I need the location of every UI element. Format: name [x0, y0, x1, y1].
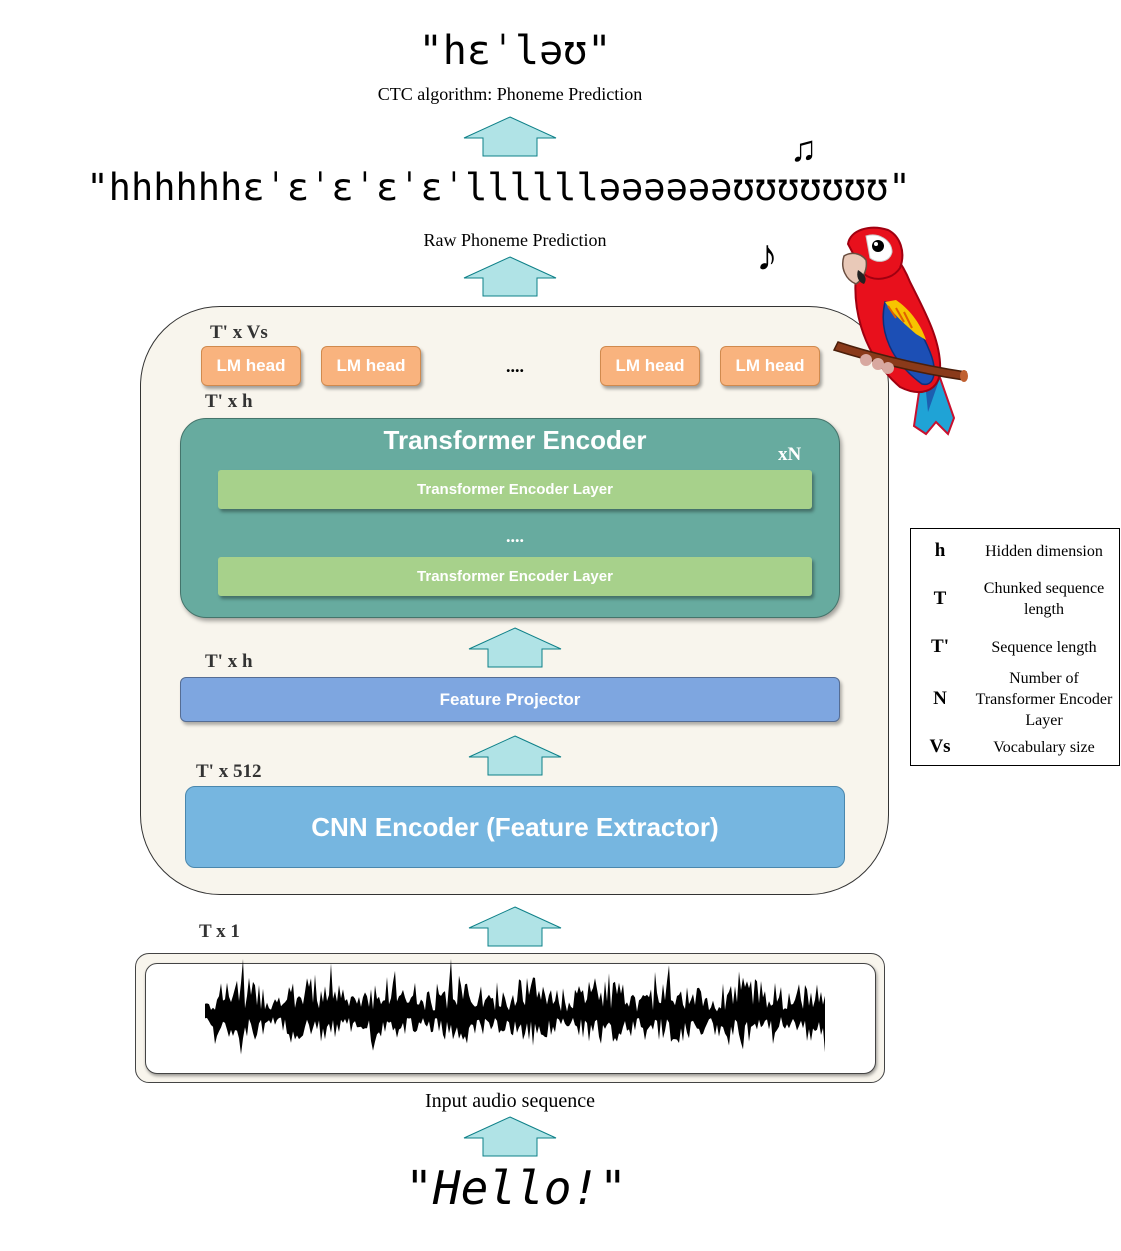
flow-arrow — [468, 735, 562, 776]
ctc-caption: CTC algorithm: Phoneme Prediction — [377, 84, 643, 104]
lm-head: LM head — [201, 346, 301, 386]
cnn-encoder: CNN Encoder (Feature Extractor) — [185, 786, 845, 868]
cnn-dims: T' x 512 — [196, 761, 262, 782]
feature-projector: Feature Projector — [180, 677, 840, 722]
legend-symbol: h — [934, 540, 946, 561]
music-note-icon: ♪ — [756, 231, 778, 280]
legend-description: Sequence length — [991, 638, 1097, 656]
audio-caption: Input audio sequence — [425, 1090, 595, 1112]
flow-arrow — [463, 256, 557, 297]
parrot-icon — [832, 226, 968, 436]
legend-symbol: N — [933, 688, 947, 709]
raw-prediction-caption: Raw Phoneme Prediction — [423, 230, 607, 250]
lm-head: LM head — [720, 346, 820, 386]
flow-arrow — [463, 116, 557, 157]
legend-row: N Number of Transformer Encoder Layer — [911, 667, 1121, 731]
transformer-encoder-layer: Transformer Encoder Layer — [218, 470, 812, 509]
input-speech-text: "Hello!" — [405, 1161, 627, 1215]
audio-dims: T x 1 — [199, 921, 240, 942]
phoneme-output: "hɛˈləʊ" — [418, 28, 612, 74]
legend-row: T' Sequence length — [911, 635, 1121, 659]
projector-dims: T' x h — [205, 651, 253, 672]
waveform-trace — [205, 959, 825, 1055]
legend-description: Chunked sequence length — [983, 580, 1105, 618]
layer-ellipsis: .... — [506, 526, 524, 546]
lm-head: LM head — [321, 346, 421, 386]
legend-description: Hidden dimension — [985, 542, 1103, 560]
legend-row: Vs Vocabulary size — [911, 735, 1121, 759]
legend-symbol: Vs — [929, 736, 951, 757]
transformer-title: Transformer Encoder — [383, 425, 647, 455]
flow-arrow — [463, 1116, 557, 1157]
legend-description: Number of Transformer Encoder Layer — [975, 669, 1113, 729]
layer-repeat-count: xN — [778, 444, 802, 465]
legend-row: h Hidden dimension — [911, 539, 1121, 563]
legend-symbol: T — [933, 588, 947, 609]
legend: h Hidden dimension T Chunked sequence le… — [910, 528, 1120, 766]
legend-description: Vocabulary size — [993, 738, 1095, 756]
audio-waveform — [205, 959, 825, 1055]
lm-head: LM head — [600, 346, 700, 386]
transformer-encoder-layer: Transformer Encoder Layer — [218, 557, 812, 596]
lm-head-ellipsis: .... — [506, 356, 524, 376]
lm-head-dims: T' x Vs — [210, 322, 268, 343]
legend-row: T Chunked sequence length — [911, 577, 1121, 621]
legend-symbol: T' — [931, 636, 949, 657]
raw-phoneme-sequence: "hhhhhhɛˈɛˈɛˈɛˈɛˈlllllləəəəəəʊʊʊʊʊʊʊ" — [86, 166, 911, 209]
transformer-dims: T' x h — [205, 391, 253, 412]
flow-arrow — [468, 627, 562, 668]
flow-arrow — [468, 906, 562, 947]
music-note-icon: ♫ — [790, 129, 817, 169]
